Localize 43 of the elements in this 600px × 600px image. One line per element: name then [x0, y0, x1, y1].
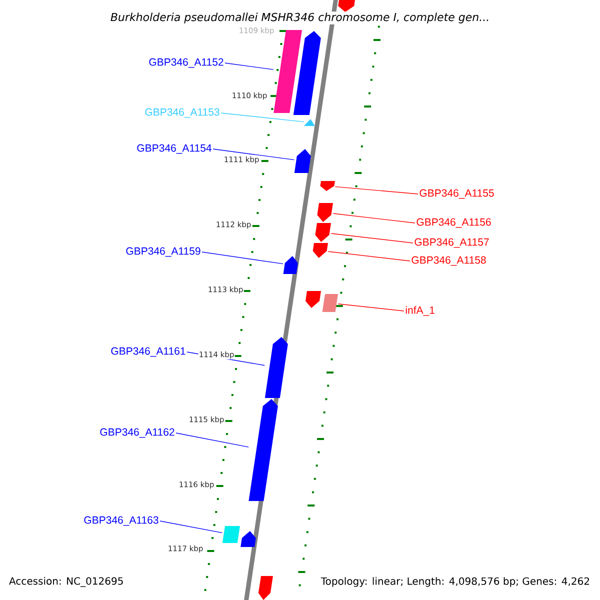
- leader-line: [328, 251, 410, 262]
- gene-block: [317, 203, 333, 222]
- gene-label: GBP346_A1154: [137, 144, 212, 154]
- leader-line: [176, 432, 249, 448]
- gene-block: [320, 181, 335, 191]
- leader-line: [160, 520, 223, 534]
- gene-block: [312, 243, 328, 258]
- gene-block: [222, 526, 240, 543]
- gene-block: [283, 256, 298, 274]
- gene-marker: [304, 119, 315, 126]
- gene-block: [306, 291, 321, 308]
- gene-label: GBP346_A1161: [111, 347, 186, 357]
- gene-label: GBP346_A1158: [412, 256, 486, 266]
- leader-line: [220, 112, 304, 122]
- gene-label: GBP346_A1157: [414, 238, 489, 248]
- gene-label: GBP346_A1163: [84, 516, 158, 526]
- leader-line: [224, 62, 274, 70]
- gene-block: [294, 149, 311, 173]
- gene-block: [240, 531, 256, 547]
- gene-block: [338, 0, 355, 12]
- gene-block: [315, 223, 331, 242]
- gene-label: infA_1: [406, 306, 434, 316]
- gene-label: GBP346_A1155: [420, 189, 494, 199]
- leader-line: [334, 186, 418, 194]
- gene-block: [274, 30, 302, 113]
- gene-label: GBP346_A1162: [100, 428, 174, 438]
- title: Burkholderia pseudomallei MSHR346 chromosome I, complete gen...: [109, 12, 491, 24]
- gene-label: GBP346_A1152: [149, 58, 224, 68]
- gene-label: GBP346_A1156: [416, 218, 491, 228]
- gene-block: [322, 294, 338, 312]
- gene-block: [293, 31, 321, 115]
- gene-block: [264, 337, 288, 398]
- gene-block: [248, 399, 278, 501]
- leader-line: [330, 233, 414, 244]
- leader-line: [338, 304, 404, 312]
- leader-line: [202, 252, 284, 264]
- gene-label: GBP346_A1159: [126, 247, 200, 257]
- gene-label: GBP346_A1153: [145, 108, 220, 118]
- leader-line: [332, 213, 416, 224]
- leader-line: [212, 148, 295, 160]
- footer-text: Accession: NC_012695: [8, 576, 124, 588]
- footer-text: Topology: linear; Length: 4,098,576 bp; Genes: 4,262: [320, 576, 591, 588]
- gene-block: [258, 576, 273, 600]
